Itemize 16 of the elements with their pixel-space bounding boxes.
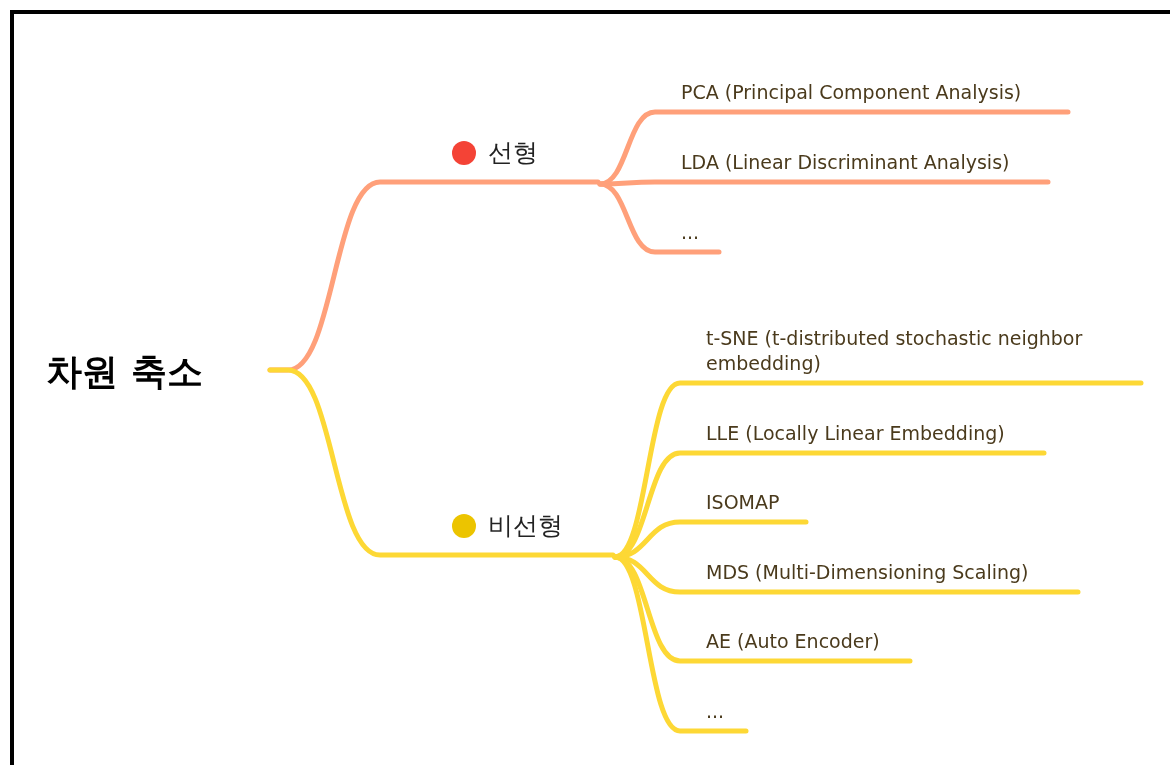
root-topic: 차원 축소 [46, 349, 203, 394]
branch-line [597, 181, 722, 255]
leaf-topic: LLE (Locally Linear Embedding) [706, 421, 1005, 447]
branch-line [612, 519, 809, 560]
leaf-topic: ... [706, 699, 725, 725]
branch-topic: 선형 [488, 139, 538, 167]
branch-line [597, 179, 1051, 187]
leaf-topic: ISOMAP [706, 490, 780, 516]
leaf-topic: MDS (Multi-Dimensioning Scaling) [706, 560, 1029, 586]
leaf-topic: AE (Auto Encoder) [706, 629, 880, 655]
leaf-topic: ... [681, 220, 700, 246]
leaf-topic: t-SNE (t-distributed stochastic neighbor embedding) [706, 325, 1084, 377]
leaf-topic: PCA (Principal Component Analysis) [681, 80, 1022, 106]
branch-topic: 비선형 [488, 512, 563, 540]
branch-line [267, 367, 616, 558]
leaf-topic: LDA (Linear Discriminant Analysis) [681, 150, 1010, 176]
